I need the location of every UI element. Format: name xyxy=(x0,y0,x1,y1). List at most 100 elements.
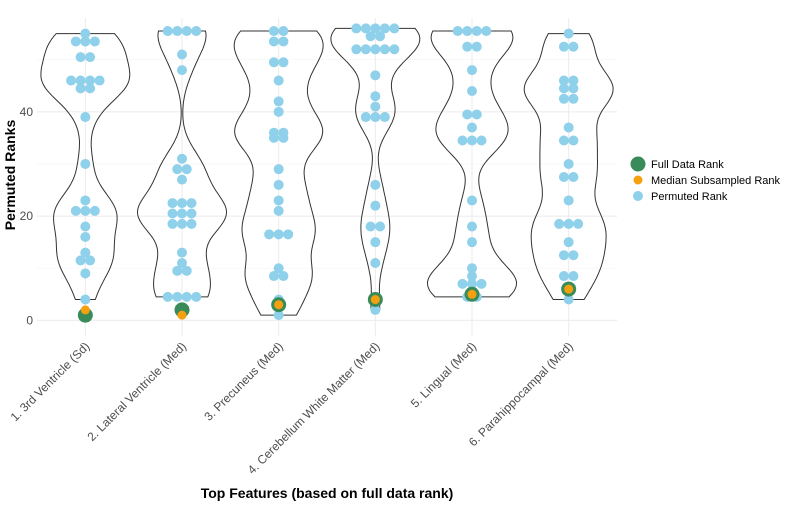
permuted-rank-point xyxy=(273,229,284,240)
permuted-rank-point xyxy=(273,179,284,190)
permuted-rank-point xyxy=(80,36,91,47)
median-subsampled-rank-point xyxy=(80,305,90,315)
permuted-rank-point xyxy=(80,28,91,39)
legend-key xyxy=(630,156,646,172)
permuted-rank-point xyxy=(563,158,574,169)
permuted-rank-point xyxy=(573,218,584,229)
permuted-rank-point xyxy=(66,75,77,86)
permuted-rank-point xyxy=(568,41,579,52)
permuted-rank-point xyxy=(181,164,192,175)
permuted-rank-point xyxy=(85,255,96,266)
permuted-rank-point xyxy=(89,36,100,47)
permuted-rank-point xyxy=(85,52,96,63)
permuted-rank-point xyxy=(80,158,91,169)
permuted-rank-point xyxy=(273,96,284,107)
violin-outline xyxy=(136,30,228,298)
permuted-rank-point xyxy=(278,127,289,138)
permuted-rank-point xyxy=(554,218,565,229)
permuted-rank-point xyxy=(563,28,574,39)
violin-outline xyxy=(426,30,518,298)
permuted-rank-point xyxy=(370,101,381,112)
x-axis-title: Top Features (based on full data rank) xyxy=(201,485,454,501)
permuted-rank-point xyxy=(191,26,202,37)
permuted-rank-point xyxy=(278,271,289,282)
permuted-rank-point xyxy=(80,294,91,305)
legend-label: Median Subsampled Rank xyxy=(651,175,781,187)
permuted-rank-point xyxy=(268,36,279,47)
permuted-rank-point xyxy=(370,70,381,81)
permuted-rank-point xyxy=(162,26,173,37)
permuted-rank-point xyxy=(467,278,477,289)
permuted-rank-point xyxy=(85,83,96,94)
permuted-rank-point xyxy=(379,23,390,34)
permuted-rank-point xyxy=(568,172,579,182)
permuted-rank-point xyxy=(177,208,187,219)
permuted-rank-point xyxy=(80,195,91,206)
permuted-rank-point xyxy=(389,44,400,55)
permuted-rank-point xyxy=(375,31,386,42)
permuted-rank-point xyxy=(467,263,477,274)
permuted-rank-point xyxy=(264,229,275,240)
permuted-rank-point xyxy=(370,179,381,190)
permuted-rank-point xyxy=(191,291,202,302)
median-subsampled-rank-point xyxy=(177,310,187,320)
legend-key xyxy=(633,191,643,201)
permuted-rank-point xyxy=(558,135,569,146)
permuted-rank-point xyxy=(360,112,371,123)
permuted-rank-point xyxy=(476,135,487,146)
violin-outline xyxy=(40,33,131,300)
permuted-rank-point xyxy=(268,271,279,282)
permuted-rank-point xyxy=(181,26,192,37)
permuted-rank-point xyxy=(379,112,390,123)
permuted-rank-point xyxy=(278,57,289,68)
permuted-rank-point xyxy=(177,258,187,269)
median-subsampled-rank-point xyxy=(467,289,477,299)
permuted-rank-point xyxy=(467,85,477,96)
legend-key xyxy=(633,175,643,185)
permuted-rank-point xyxy=(283,229,294,240)
permuted-rank-point xyxy=(278,36,289,47)
permuted-rank-point xyxy=(467,221,477,232)
permuted-rank-point xyxy=(471,109,482,120)
permuted-rank-point xyxy=(351,44,362,55)
permuted-rank-point xyxy=(172,164,183,175)
permuted-rank-point xyxy=(360,23,371,34)
permuted-rank-point xyxy=(558,93,569,104)
permuted-rank-point xyxy=(268,57,279,68)
permuted-rank-point xyxy=(177,247,187,258)
permuted-rank-point xyxy=(268,127,279,138)
permuted-rank-point xyxy=(370,258,381,269)
permuted-rank-point xyxy=(462,26,473,37)
permuted-rank-point xyxy=(568,250,579,261)
permuted-rank-point xyxy=(563,218,574,229)
permuted-rank-point xyxy=(457,135,468,146)
permuted-rank-point xyxy=(167,198,178,209)
permuted-rank-point xyxy=(471,26,482,37)
violins xyxy=(40,27,614,316)
y-tick-label: 40 xyxy=(20,105,34,119)
permuted-rank-point xyxy=(177,49,187,60)
permuted-rank-point xyxy=(467,237,477,248)
permuted-rank-point xyxy=(273,310,284,321)
permuted-rank-point xyxy=(568,83,579,94)
permuted-rank-point xyxy=(370,200,381,211)
permuted-rank-point xyxy=(177,153,187,164)
permuted-rank-point xyxy=(467,195,477,206)
permuted-rank-point xyxy=(85,75,96,86)
permuted-rank-point xyxy=(273,106,284,117)
permuted-rank-point xyxy=(568,271,579,282)
median-subsampled-rank-point xyxy=(370,295,380,305)
permuted-rank-point xyxy=(80,268,91,279)
permuted-rank-point xyxy=(94,75,105,86)
permuted-rank-point xyxy=(70,205,81,216)
y-tick-label: 0 xyxy=(26,313,33,327)
permuted-rank-point xyxy=(563,237,574,248)
y-tick-label: 20 xyxy=(20,209,34,223)
permuted-rank-point xyxy=(80,247,91,258)
legend-label: Permuted Rank xyxy=(651,191,728,203)
permuted-rank-point xyxy=(370,112,381,123)
violin-outline xyxy=(233,30,324,316)
